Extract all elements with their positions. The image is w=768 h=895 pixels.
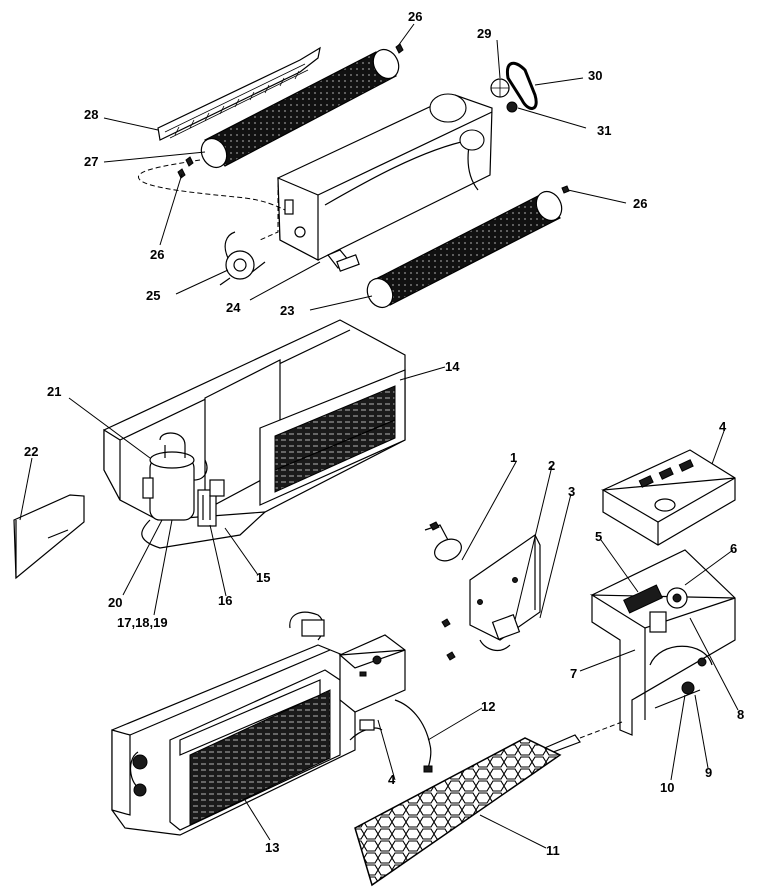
callout-17-18-19: 17,18,19 xyxy=(117,615,168,630)
callout-20: 20 xyxy=(108,595,122,610)
callout-29: 29 xyxy=(477,26,491,41)
front-unit-part-13 xyxy=(111,644,356,836)
callout-12: 12 xyxy=(481,699,495,714)
callout-26-top: 26 xyxy=(408,9,422,24)
blower-wheel-upper xyxy=(200,48,400,169)
blower-wheel-lower xyxy=(366,190,563,309)
callout-5: 5 xyxy=(595,529,602,544)
callout-3: 3 xyxy=(568,484,575,499)
callout-1: 1 xyxy=(510,450,517,465)
callout-8: 8 xyxy=(737,707,744,722)
callout-10: 10 xyxy=(660,780,674,795)
coil-part-top-13 xyxy=(289,611,325,641)
callout-11: 11 xyxy=(546,843,560,858)
leader-lines xyxy=(19,23,739,849)
callout-28: 28 xyxy=(84,107,98,122)
motor-part-23 xyxy=(327,249,360,272)
callout-6: 6 xyxy=(730,541,737,556)
power-cord-part-12 xyxy=(394,699,433,773)
callout-22: 22 xyxy=(24,444,38,459)
callout-30: 30 xyxy=(588,68,602,83)
control-box-parts-5-10 xyxy=(589,549,736,736)
nut-part-31 xyxy=(506,101,518,113)
compressor-parts-17-20 xyxy=(142,432,225,527)
bracket-part-28 xyxy=(157,46,321,141)
motor-wire-path xyxy=(137,159,286,211)
belt-part-30 xyxy=(505,61,538,110)
callout-26-right: 26 xyxy=(633,196,647,211)
sensor-probe xyxy=(538,721,623,756)
callout-26-left: 26 xyxy=(150,247,164,262)
callout-16: 16 xyxy=(218,593,232,608)
callout-23: 23 xyxy=(280,303,294,318)
callout-24: 24 xyxy=(226,300,241,315)
panel-part-22 xyxy=(13,494,85,580)
callout-13: 13 xyxy=(265,840,279,855)
pulley-part-29 xyxy=(490,78,510,98)
callout-25: 25 xyxy=(146,288,160,303)
callout-9: 9 xyxy=(705,765,712,780)
chassis-part-14 xyxy=(103,319,406,549)
callout-14: 14 xyxy=(445,359,460,374)
control-panel-part-4b xyxy=(338,634,406,741)
callout-21: 21 xyxy=(47,384,61,399)
callout-4-bottom: 4 xyxy=(388,772,396,787)
screws-part-26 xyxy=(177,43,570,194)
control-bracket-parts-1-3 xyxy=(424,521,541,661)
control-cover-part-4 xyxy=(601,449,736,546)
callout-4-top: 4 xyxy=(719,419,727,434)
callout-2: 2 xyxy=(548,458,555,473)
callout-labels: 1 2 3 4 4 5 6 7 8 9 10 11 12 13 14 15 16… xyxy=(24,9,744,858)
filter-part-11 xyxy=(354,737,562,887)
fan-motor-part-25 xyxy=(219,231,266,286)
callout-7: 7 xyxy=(570,666,577,681)
callout-27: 27 xyxy=(84,154,98,169)
callout-31: 31 xyxy=(597,123,611,138)
callout-15: 15 xyxy=(256,570,270,585)
blower-housing xyxy=(277,93,493,261)
